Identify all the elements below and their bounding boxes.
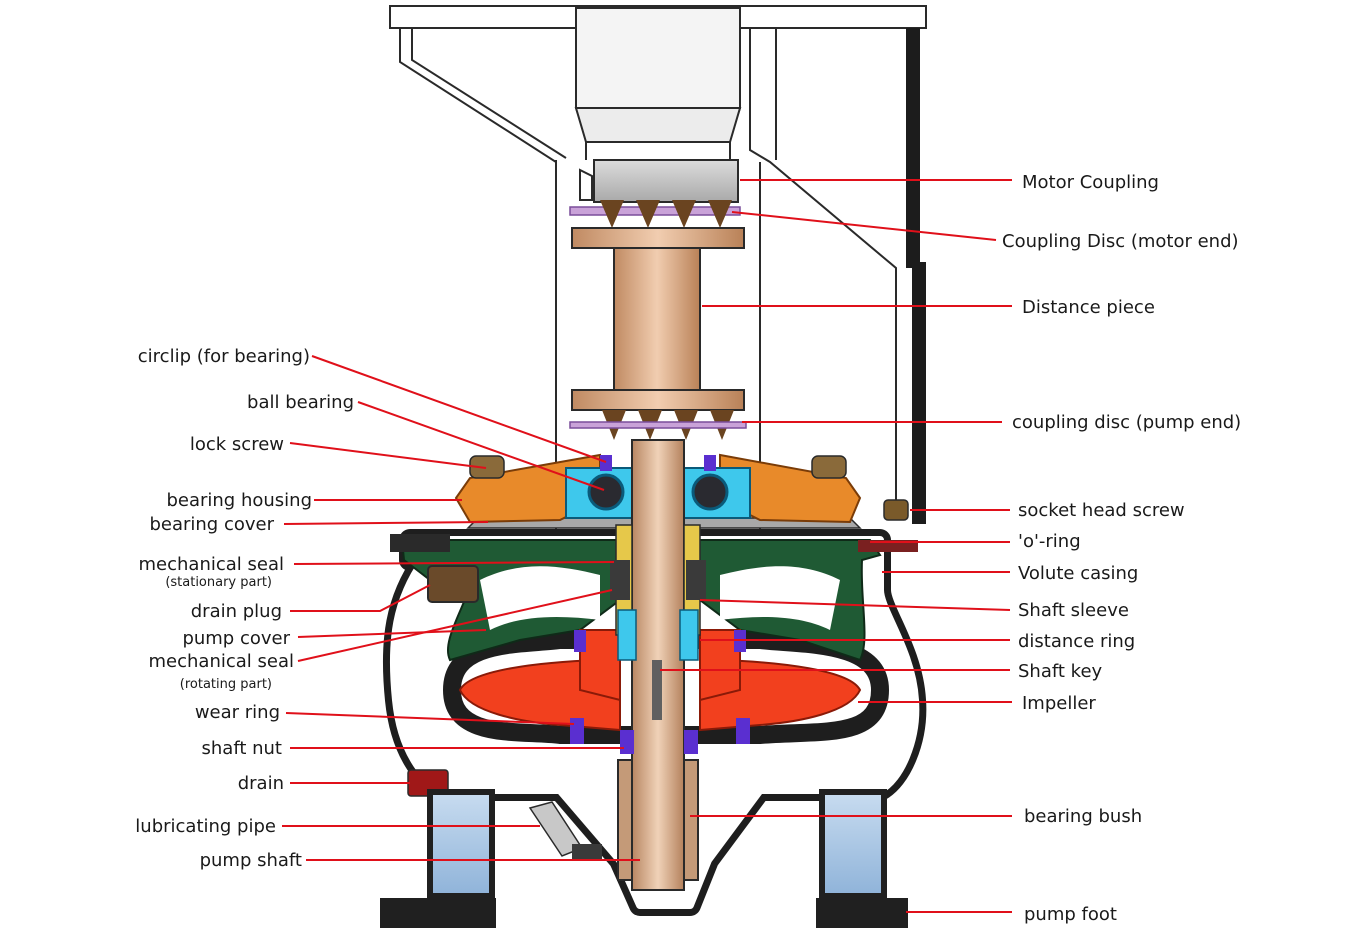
distance-piece (613, 247, 701, 391)
circlip (600, 455, 716, 471)
label-lubricating-pipe: lubricating pipe (135, 816, 276, 837)
label-impeller: Impeller (1022, 693, 1096, 714)
label-shaft-sleeve: Shaft sleeve (1018, 600, 1129, 621)
label-pump-foot: pump foot (1024, 904, 1117, 925)
label-drain: drain (238, 773, 284, 794)
label-motor-coupling: Motor Coupling (1022, 172, 1159, 193)
distance-ring (617, 609, 699, 661)
labels-right: Motor Coupling Coupling Disc (motor end)… (1002, 172, 1241, 925)
lubricating-pipe (528, 801, 602, 860)
label-pump-shaft: pump shaft (200, 850, 302, 871)
drain-plug (390, 534, 479, 603)
label-coupling-disc-motor-end: Coupling Disc (motor end) (1002, 231, 1239, 252)
label-o-ring: 'o'-ring (1018, 531, 1081, 552)
bearing-bush (617, 759, 699, 881)
label-lock-screw: lock screw (190, 434, 284, 455)
motor-stool (389, 5, 927, 530)
label-bearing-cover: bearing cover (149, 514, 274, 535)
label-shaft-key: Shaft key (1018, 661, 1103, 682)
bearing-housing (454, 453, 862, 524)
label-socket-head-screw: socket head screw (1018, 500, 1185, 521)
label-mechanical-seal-stationary: mechanical seal (139, 554, 285, 575)
label-shaft-nut: shaft nut (202, 738, 283, 759)
coupling-disc-motor-end (569, 200, 745, 249)
shaft-key (652, 660, 662, 720)
socket-head-screw (883, 499, 909, 521)
leader-lines-left (282, 355, 640, 861)
label-mechanical-seal-rotating: mechanical seal (149, 651, 295, 672)
label-drain-plug: drain plug (191, 601, 282, 622)
label-bearing-bush: bearing bush (1024, 806, 1142, 827)
label-distance-ring: distance ring (1018, 631, 1135, 652)
label-ball-bearing: ball bearing (247, 392, 354, 413)
pump-foot (380, 789, 908, 928)
mechanical-seal (610, 560, 706, 600)
label-bearing-housing: bearing housing (166, 490, 312, 511)
leader-lines-right (660, 179, 1012, 913)
motor-coupling (579, 159, 739, 203)
label-coupling-disc-pump-end: coupling disc (pump end) (1012, 412, 1241, 433)
coupling-disc-pump-end (569, 389, 747, 440)
label-volute-casing: Volute casing (1018, 563, 1138, 584)
label-mechanical-seal-stationary-sub: (stationary part) (165, 575, 272, 590)
label-wear-ring: wear ring (195, 702, 280, 723)
label-circlip: circlip (for bearing) (138, 346, 310, 367)
label-distance-piece: Distance piece (1022, 297, 1155, 318)
lock-screw (469, 455, 847, 479)
ball-bearing (565, 467, 751, 519)
label-pump-cover: pump cover (182, 628, 290, 649)
label-mechanical-seal-rotating-sub: (rotating part) (180, 677, 272, 692)
labels-left: circlip (for bearing) ball bearing lock … (135, 346, 354, 871)
